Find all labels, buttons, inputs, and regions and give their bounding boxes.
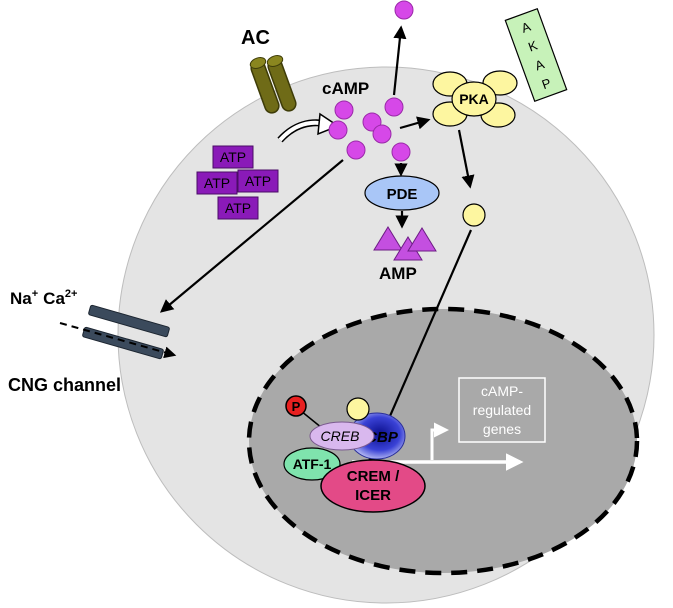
phospho-group (285, 395, 307, 417)
atp-group: ATP ATP ATP ATP (196, 145, 279, 220)
atp-label: ATP (225, 200, 251, 216)
camp-label: cAMP (322, 79, 369, 98)
creb-protein (309, 421, 375, 451)
pka-complex: PKA (432, 70, 518, 128)
ion-flow-arrow (59, 322, 177, 359)
arrow-pka-release (457, 129, 475, 189)
atf1-protein (283, 447, 341, 481)
creb-label: CREB (321, 428, 360, 444)
adenylate-cyclase-icon (249, 55, 297, 114)
atp-label: ATP (220, 149, 246, 165)
crem-icer-protein (320, 459, 426, 513)
pde-label: PDE (387, 186, 418, 203)
genes-line3: genes (483, 421, 521, 437)
phospho-label: P (292, 399, 301, 414)
crem-label-line2: ICER (355, 487, 391, 504)
camp-extracellular (394, 0, 414, 20)
amp-label: AMP (379, 264, 417, 283)
cbp-label: CBP (366, 429, 399, 446)
amp-molecules (373, 226, 437, 261)
nucleus (246, 306, 640, 576)
pka-catalytic-nuclear (346, 397, 370, 421)
ion-labels: Na+Ca2+ (10, 288, 77, 308)
crem-label-line1: CREM / (347, 468, 400, 485)
genes-line1: cAMP- (481, 383, 523, 399)
atp-label: ATP (204, 175, 230, 191)
atf1-label: ATF-1 (293, 456, 332, 472)
transcription-start-arrow (430, 422, 449, 460)
akap-anchor: A K A P (504, 8, 568, 102)
arrow-camp-efflux (392, 25, 407, 96)
genes-box (458, 377, 546, 443)
arrow-camp-to-cng (159, 159, 344, 313)
camp-molecules (328, 97, 411, 162)
atp-label: ATP (245, 173, 271, 189)
pka-catalytic-cytoplasm (462, 203, 486, 227)
cng-channel-icon (82, 304, 170, 360)
ac-label: AC (241, 27, 270, 49)
genes-line2: regulated (473, 402, 531, 418)
phospho-link (300, 410, 323, 429)
pka-label: PKA (459, 91, 489, 107)
arrow-camp-to-pka (399, 116, 431, 130)
cng-channel-label: CNG channel (8, 375, 121, 395)
